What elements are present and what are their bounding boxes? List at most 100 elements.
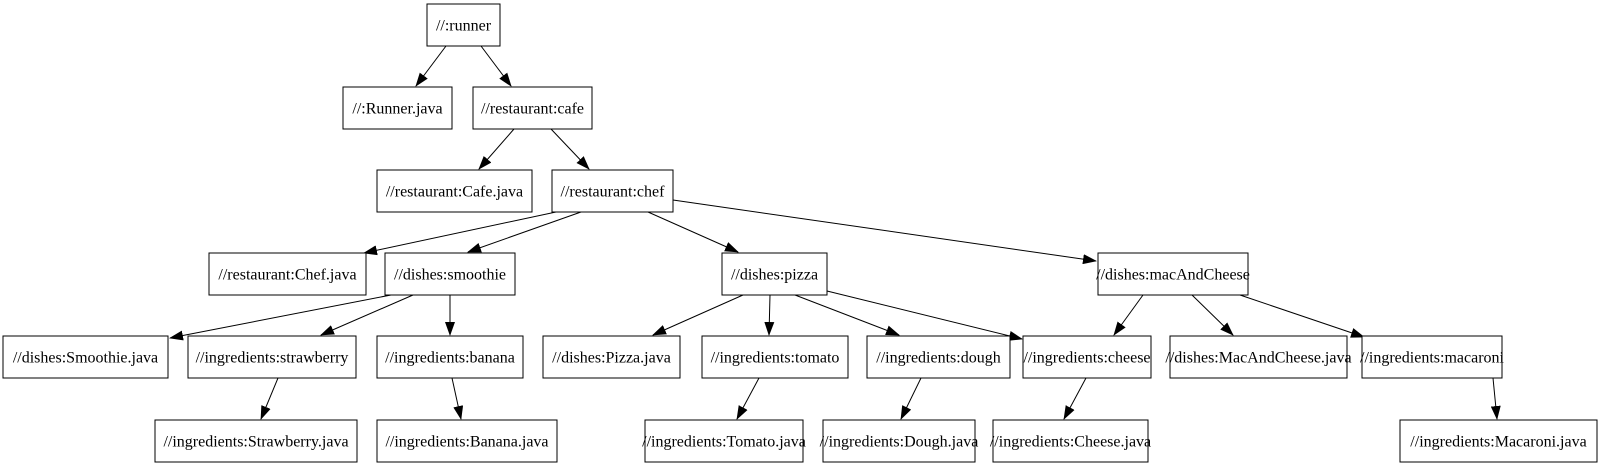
edge-line (900, 377, 922, 420)
node-box (542, 335, 681, 379)
edge-line (169, 294, 392, 341)
graph-node-macaroni-java: //ingredients:Macaroni.java (1399, 419, 1598, 463)
edge-line (415, 45, 447, 87)
node-label: //ingredients:Strawberry.java (163, 434, 348, 451)
node-label: //dishes:smoothie (394, 267, 506, 284)
node-box (376, 335, 524, 379)
node-box (551, 169, 674, 213)
graph-edge-strawberry-to-strawberry-java (260, 377, 279, 420)
edge-line (764, 294, 775, 336)
node-box (721, 252, 828, 296)
node-label: //restaurant:cafe (481, 101, 584, 118)
edge-line (1063, 377, 1087, 420)
graph-edge-chef-to-chef-java (363, 211, 557, 256)
node-box (1169, 335, 1348, 379)
node-box (1022, 335, 1152, 379)
graph-node-banana: //ingredients:banana (376, 335, 524, 379)
node-label: //ingredients:strawberry (196, 350, 349, 367)
graph-node-runner: //:runner (426, 3, 501, 47)
node-label: //ingredients:Cheese.java (990, 434, 1151, 451)
graph-node-smoothie-java: //dishes:Smoothie.java (2, 335, 169, 379)
graph-edge-macandcheese-to-macandcheese-java (1191, 294, 1234, 336)
graph-edge-chef-to-pizza (647, 211, 739, 253)
node-label: //ingredients:cheese (1023, 350, 1150, 367)
graph-edge-tomato-to-tomato-java (736, 377, 760, 420)
edge-line (672, 199, 1097, 265)
node-label: //ingredients:Macaroni.java (1410, 434, 1586, 451)
node-label: //dishes:Smoothie.java (13, 350, 158, 367)
node-label: //ingredients:dough (876, 350, 1000, 367)
graph-node-banana-java: //ingredients:Banana.java (376, 419, 558, 463)
edge-line (1113, 294, 1144, 336)
node-box (376, 419, 558, 463)
edge-line (647, 211, 739, 253)
node-label: //ingredients:banana (385, 350, 515, 367)
edge-line (826, 290, 1023, 341)
graph-node-tomato: //ingredients:tomato (701, 335, 849, 379)
graph-node-cafe: //restaurant:cafe (472, 86, 593, 130)
edge-line (652, 294, 744, 336)
node-box (384, 252, 516, 296)
graph-edge-macaroni-to-macaroni-java (1490, 377, 1501, 420)
node-box (426, 3, 501, 47)
graph-edge-smoothie-to-smoothie-java (169, 294, 392, 341)
edge-line (736, 377, 760, 420)
graph-node-cheese-java: //ingredients:Cheese.java (990, 419, 1151, 463)
graph-edge-pizza-to-pizza-java (652, 294, 744, 336)
graph-node-chef: //restaurant:chef (551, 169, 674, 213)
graph-edge-banana-to-banana-java (451, 377, 464, 420)
edge-line (478, 128, 515, 170)
node-box (2, 335, 169, 379)
graph-node-cafe-java: //restaurant:Cafe.java (376, 169, 533, 213)
node-label: //restaurant:chef (561, 184, 666, 201)
node-box (822, 419, 976, 463)
graph-edge-runner-to-cafe (480, 45, 512, 87)
graph-edge-smoothie-to-strawberry (320, 294, 414, 336)
node-label: //dishes:macAndCheese (1096, 267, 1250, 284)
node-label: //:Runner.java (352, 101, 442, 118)
graph-edge-cheese-to-cheese-java (1063, 377, 1087, 420)
edge-line (320, 294, 414, 336)
graph-node-macandcheese: //dishes:macAndCheese (1096, 252, 1250, 296)
graph-edge-chef-to-macandcheese (672, 199, 1097, 265)
graph-node-chef-java: //restaurant:Chef.java (208, 252, 367, 296)
node-box (1361, 335, 1503, 379)
graph-node-tomato-java: //ingredients:Tomato.java (642, 419, 806, 463)
graph-node-runner-java: //:Runner.java (342, 86, 453, 130)
graph-node-macaroni: //ingredients:macaroni (1360, 335, 1505, 379)
node-label: //ingredients:Tomato.java (642, 434, 806, 451)
edge-line (794, 294, 900, 336)
graph-edge-macandcheese-to-macaroni (1239, 294, 1365, 338)
edge-line (1191, 294, 1234, 336)
edge-line (1239, 294, 1365, 338)
node-box (187, 335, 357, 379)
graph-edge-cafe-to-cafe-java (478, 128, 515, 170)
graph-edge-pizza-to-cheese (826, 290, 1023, 341)
node-box (472, 86, 593, 130)
graph-edge-pizza-to-tomato (764, 294, 775, 336)
edge-line (467, 211, 582, 253)
edge-line (550, 128, 590, 170)
graph-edge-chef-to-smoothie (467, 211, 582, 253)
edge-line (363, 211, 557, 256)
graph-node-pizza-java: //dishes:Pizza.java (542, 335, 681, 379)
node-box (208, 252, 367, 296)
node-label: //:runner (436, 18, 492, 35)
node-box (342, 86, 453, 130)
node-box (1399, 419, 1598, 463)
graph-node-macandcheese-java: //dishes:MacAndCheese.java (1165, 335, 1352, 379)
graph-node-cheese: //ingredients:cheese (1022, 335, 1152, 379)
graph-edge-runner-to-runner-java (415, 45, 447, 87)
node-label: //ingredients:Banana.java (385, 434, 548, 451)
graph-edge-macandcheese-to-cheese (1113, 294, 1144, 336)
graph-node-strawberry-java: //ingredients:Strawberry.java (154, 419, 358, 463)
node-label: //restaurant:Chef.java (218, 267, 356, 284)
node-label: //ingredients:tomato (711, 350, 840, 367)
graph-node-dough-java: //ingredients:Dough.java (820, 419, 978, 463)
node-box (644, 419, 804, 463)
node-box (376, 169, 533, 213)
node-label: //dishes:MacAndCheese.java (1165, 350, 1351, 367)
graph-node-pizza: //dishes:pizza (721, 252, 828, 296)
